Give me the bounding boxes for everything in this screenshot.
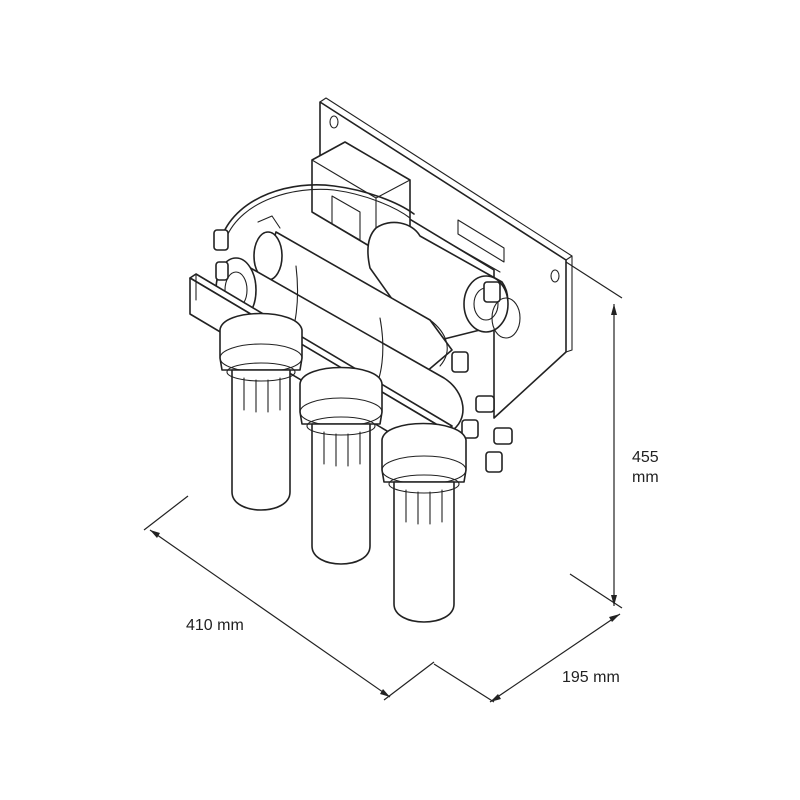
plate-slot [457, 219, 505, 263]
inline-cartridge-upper [253, 215, 453, 373]
filter-canister-1 [219, 312, 303, 511]
mounting-hole-left [329, 115, 339, 129]
dimension-width [143, 495, 435, 701]
fittings [213, 229, 513, 473]
depth-label: 195 mm [562, 669, 620, 686]
feed-tube [221, 184, 415, 237]
height-unit-label: mm [632, 469, 659, 486]
filter-canister-3 [381, 422, 467, 623]
dimension-height [565, 261, 623, 606]
width-label: 410 mm [186, 617, 244, 634]
height-value-label: 455 [632, 449, 659, 466]
mounting-hole-right [550, 269, 560, 283]
filter-canister-2 [299, 366, 383, 565]
